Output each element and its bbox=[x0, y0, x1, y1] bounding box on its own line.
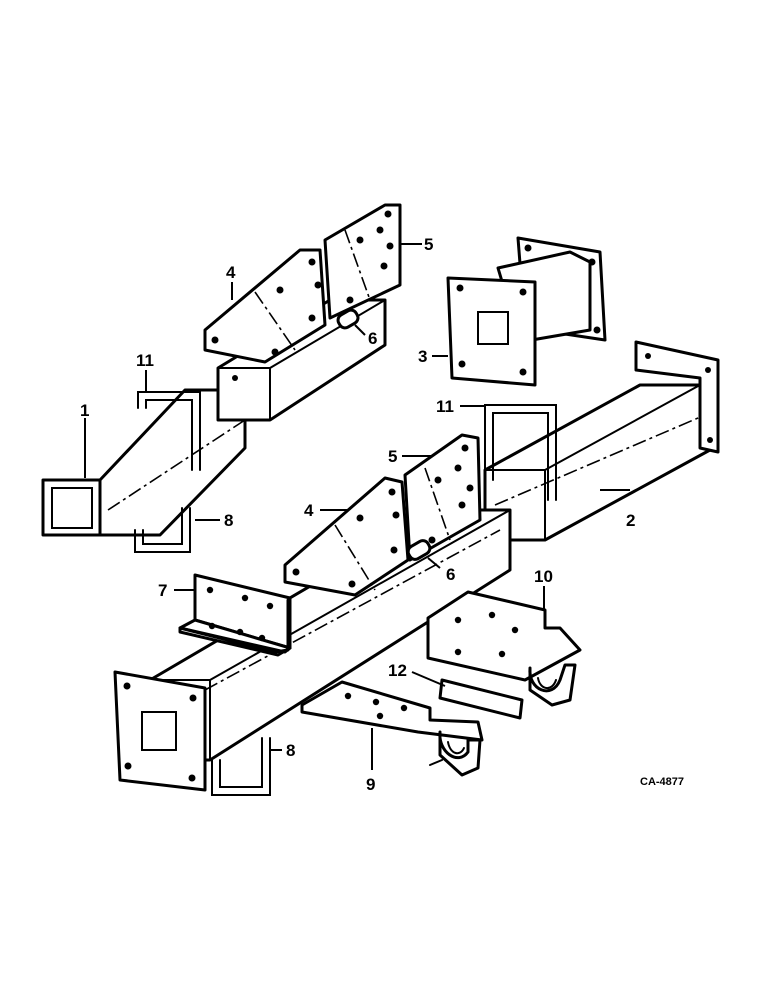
callout-10: 10 bbox=[534, 567, 553, 586]
part-10-clamp-bracket bbox=[426, 590, 582, 707]
main-beam bbox=[113, 508, 512, 792]
part-5-plate-upper bbox=[323, 203, 402, 320]
part-8-u-bolt-lower bbox=[211, 737, 271, 796]
part-5-plate-lower bbox=[403, 433, 482, 562]
callout-4-upper: 4 bbox=[226, 263, 236, 282]
callout-4-lower: 4 bbox=[304, 501, 314, 520]
callout-7: 7 bbox=[158, 581, 167, 600]
callout-12: 12 bbox=[388, 661, 407, 680]
part-6-pin-lower bbox=[406, 539, 432, 561]
part-9-lower-bracket bbox=[300, 680, 484, 777]
callout-11-left: 11 bbox=[136, 351, 154, 370]
callout-8-upper: 8 bbox=[224, 511, 233, 530]
callout-5-lower: 5 bbox=[388, 447, 397, 466]
callout-labels: 1 11 4 5 6 3 11 5 8 4 2 6 7 10 12 8 9 CA… bbox=[80, 235, 684, 794]
callout-2: 2 bbox=[626, 511, 635, 530]
callout-9: 9 bbox=[366, 775, 375, 794]
part-7-angle-bracket bbox=[178, 573, 292, 657]
part-11-u-bolt-left bbox=[137, 391, 201, 471]
part-6-pin-upper bbox=[336, 308, 360, 330]
part-8-u-bolt-upper bbox=[134, 507, 191, 553]
callout-11-right: 11 bbox=[436, 397, 454, 416]
callout-8-lower: 8 bbox=[286, 741, 295, 760]
part-4-plate-upper bbox=[203, 248, 327, 364]
callout-5-upper: 5 bbox=[424, 235, 433, 254]
leader-lines bbox=[84, 243, 630, 770]
callout-6-lower: 6 bbox=[446, 565, 455, 584]
part-3-flange-sleeve bbox=[446, 236, 607, 387]
callout-1: 1 bbox=[80, 401, 89, 420]
part-11-u-bolt-right bbox=[484, 404, 557, 501]
part-1-left-tube bbox=[41, 388, 247, 537]
callout-3: 3 bbox=[418, 347, 427, 366]
part-12-strip bbox=[438, 678, 524, 720]
part-4-plate-lower bbox=[283, 476, 410, 597]
drawing-number: CA-4877 bbox=[640, 776, 684, 788]
callout-6-upper: 6 bbox=[368, 329, 377, 348]
